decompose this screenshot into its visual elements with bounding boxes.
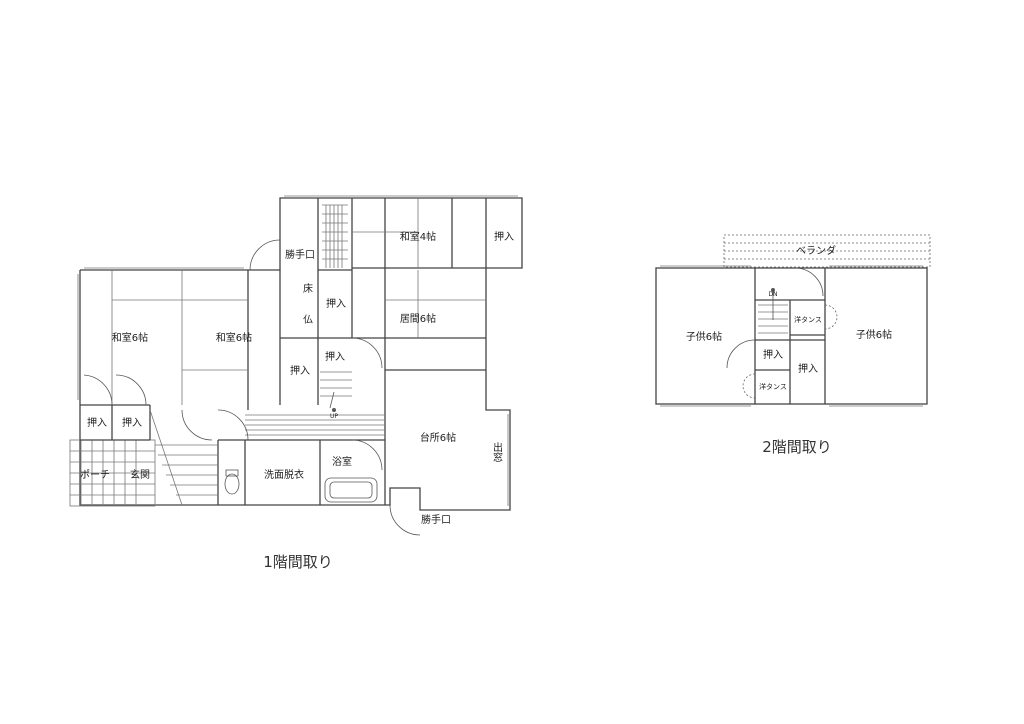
room-label-genkan: 玄関 (130, 468, 150, 481)
floor1-fixtures (224, 469, 378, 503)
floor2-interior-walls (754, 268, 826, 404)
floor2-staircase (758, 288, 788, 334)
room-label-oshiire-mid: 押入 (326, 297, 346, 310)
hallway-floorboards (149, 409, 385, 506)
room-label-demado: 出窓 (491, 441, 503, 462)
room-label-youtansu-bottom: 洋タンス (759, 382, 787, 391)
floor1-staircase (320, 204, 352, 412)
room-label-oshiire-lower: 押入 (290, 364, 310, 377)
floor1-outline (79, 197, 523, 511)
floor1-plan: 勝手口 和室4帖 押入 床 仏 押入 居間6帖 和室6帖 和室6帖 押入 押入 … (69, 195, 523, 536)
room-label-porch: ポーチ (80, 469, 110, 481)
floor1-interior-walls (80, 198, 487, 505)
floor1-caption: 1階間取り (263, 553, 333, 571)
floor2-door-swings (726, 267, 838, 399)
floor2-windows (660, 265, 923, 407)
room-label-katteguchi-top: 勝手口 (285, 248, 315, 261)
room-label-kodomo-6jo-right: 子供6帖 (856, 328, 892, 341)
room-label-butsu: 仏 (303, 314, 313, 326)
bathtub-icon (324, 477, 378, 503)
room-label-oshiire-b: 押入 (122, 416, 142, 429)
stair-dn-label: DN (768, 291, 777, 298)
room-label-washitsu-4jo: 和室4帖 (400, 230, 436, 243)
porch-tiles (69, 439, 156, 507)
room-label-oshiire-center: 押入 (325, 350, 345, 363)
floor1-windows (77, 195, 518, 506)
room-label-youtansu-top: 洋タンス (794, 315, 822, 324)
room-label-oshiire-a: 押入 (87, 416, 107, 429)
floor1-door-swings (83, 239, 421, 536)
floor2-outline (655, 267, 928, 405)
room-label-oshiire-a-2f: 押入 (763, 348, 783, 361)
room-label-senmen-datsui: 洗面脱衣 (264, 468, 304, 481)
room-label-oshiire-top: 押入 (494, 230, 514, 243)
tatami-lines (111, 198, 486, 405)
room-label-yokushitsu: 浴室 (332, 455, 352, 468)
floor2-caption: 2階間取り (762, 438, 832, 456)
room-label-kodomo-6jo-left: 子供6帖 (686, 330, 722, 343)
floor2-plan: ベランダ DN 子供6帖 子供6帖 洋タンス 洋タンス 押入 押入 (655, 234, 931, 407)
room-label-daidokoro-6jo: 台所6帖 (420, 431, 456, 444)
room-label-washitsu-6jo-left: 和室6帖 (112, 331, 148, 344)
room-label-veranda: ベランダ (796, 244, 836, 257)
room-label-oshiire-b-2f: 押入 (798, 362, 818, 375)
room-label-katteguchi-bottom: 勝手口 (421, 513, 451, 526)
veranda (723, 234, 931, 268)
room-label-washitsu-6jo-mid: 和室6帖 (216, 331, 252, 344)
room-label-toko: 床 (303, 282, 313, 295)
stair-up-label: UP (330, 413, 338, 420)
toilet-icon (224, 473, 240, 495)
room-label-ima-6jo: 居間6帖 (400, 312, 436, 325)
